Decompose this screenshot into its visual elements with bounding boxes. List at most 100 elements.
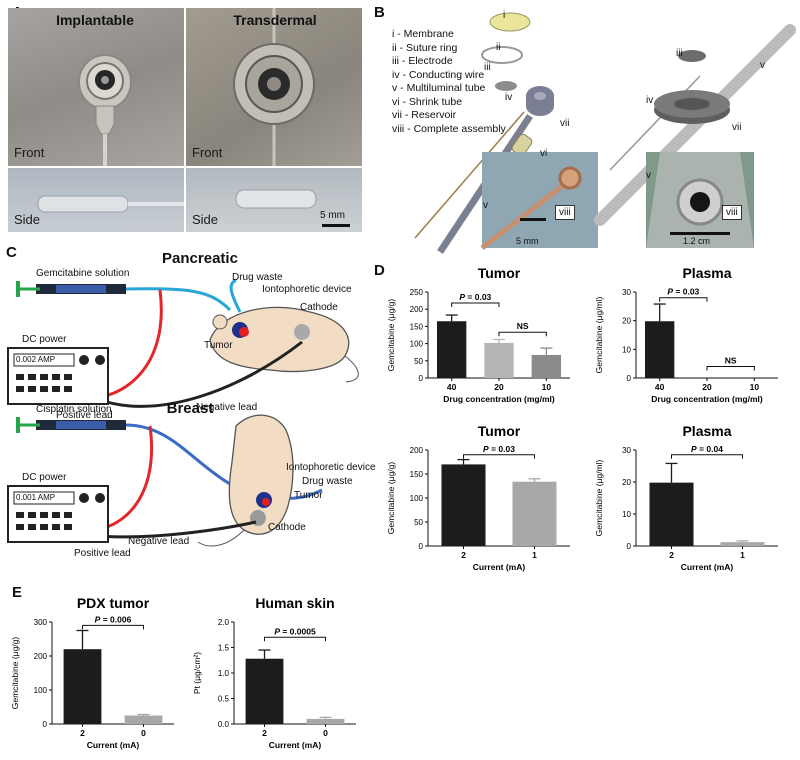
part-multiluminal-tube: v - Multiluminal tube [392, 82, 486, 94]
x-axis-label: Drug concentration (mg/ml) [443, 394, 555, 404]
tag-ii: ii [496, 42, 501, 53]
y-tick-label: 150 [410, 470, 424, 479]
y-axis-label: Gemcitabine (μg/g) [10, 637, 20, 710]
significance-bracket [451, 302, 500, 308]
setup-diagram [7, 278, 359, 547]
chart-title: Plasma [682, 423, 731, 439]
y-tick-label: 200 [34, 652, 48, 661]
panel-c-letter: C [6, 244, 17, 261]
pancreatic-dc-power-label: DC power [22, 334, 67, 345]
part-shrink-tube: vi - Shrink tube [392, 95, 463, 108]
y-axis-label: Gemcitabine (μg/g) [386, 299, 396, 372]
pancreatic-setup [7, 278, 359, 408]
x-tick-label: 40 [447, 382, 457, 392]
pancreatic-title: Pancreatic [162, 250, 238, 267]
chart-title: Tumor [478, 423, 521, 439]
y-tick-label: 1.0 [218, 669, 230, 678]
significance-bracket [264, 636, 326, 642]
panel-d-letter: D [374, 262, 385, 279]
y-tick-label: 20 [622, 317, 631, 326]
mouse-breast [228, 414, 294, 535]
y-tick-label: 150 [410, 322, 424, 331]
chart-title: Human skin [255, 595, 334, 611]
y-tick-label: 300 [34, 618, 48, 627]
y-tick-label: 0 [419, 542, 424, 551]
x-tick-label: 20 [702, 382, 712, 392]
scale-label-b-right: 1.2 cm [683, 236, 711, 246]
y-tick-label: 250 [410, 288, 424, 297]
tag-i: i [503, 10, 506, 21]
significance-label: P = 0.006 [95, 614, 132, 624]
panel-b-letter: B [374, 4, 385, 21]
tag-iv: iv [505, 92, 513, 103]
breast-display: 0.001 AMP [16, 493, 56, 502]
breast-title: Breast [166, 400, 214, 417]
tag-viii-right: viii [722, 205, 742, 220]
y-tick-label: 50 [414, 518, 423, 527]
scale-label-b-left: 5 mm [516, 236, 539, 246]
suture-ring [481, 46, 523, 64]
x-tick-label: 10 [542, 382, 552, 392]
x-axis-label: Current (mA) [269, 740, 322, 750]
bar [512, 481, 557, 546]
bar [720, 542, 765, 546]
multiluminal-tube-right [594, 24, 796, 226]
breast-cathode-label: Cathode [268, 522, 306, 533]
photo-transdermal-front [186, 8, 362, 166]
exploded-view-diagram [414, 12, 796, 254]
significance-label: P = 0.03 [459, 292, 491, 302]
significance-label: P = 0.04 [691, 444, 723, 454]
y-axis-label: Gemcitabine (μg/ml) [594, 459, 604, 536]
cathode-pancreatic [294, 324, 310, 340]
tag-v: v [483, 200, 488, 211]
bar [63, 649, 102, 724]
significance-bracket [659, 297, 708, 302]
tag-iv-right: iv [646, 95, 654, 106]
x-axis-label: Current (mA) [473, 562, 526, 572]
significance-label: P = 0.03 [483, 444, 515, 454]
implantable-front-label: Front [14, 145, 45, 160]
x-tick-label: 2 [669, 550, 674, 560]
chart-title: Plasma [682, 265, 731, 281]
implantable-device-illustration [78, 54, 132, 166]
bar [649, 482, 694, 546]
pancreatic-drug-waste-label: Drug waste [232, 272, 283, 283]
implantable-title: Implantable [56, 12, 134, 28]
significance-label: NS [517, 321, 529, 331]
significance-bracket [463, 454, 535, 459]
breast-tumor-label: Tumor [294, 490, 323, 501]
tag-iii: iii [484, 62, 491, 73]
y-tick-label: 100 [410, 494, 424, 503]
chart-title: Tumor [478, 265, 521, 281]
panel-e-letter: E [12, 584, 23, 601]
pancreatic-display: 0.002 AMP [16, 355, 56, 364]
y-tick-label: 10 [622, 345, 631, 354]
x-tick-label: 40 [655, 382, 665, 392]
y-tick-label: 20 [622, 478, 631, 487]
x-axis-label: Current (mA) [681, 562, 734, 572]
breast-solution-label: Cisplatin solution [36, 404, 112, 415]
y-axis-label: Gemcitabine (μg/ml) [594, 296, 604, 373]
x-tick-label: 2 [262, 728, 267, 738]
electrode-disc [495, 81, 517, 91]
bar [124, 715, 163, 724]
significance-bracket [498, 331, 547, 337]
tag-vii-right: vii [732, 122, 742, 133]
chart-title: PDX tumor [77, 595, 150, 611]
scale-label-a: 5 mm [320, 210, 345, 221]
y-tick-label: 0 [43, 720, 48, 729]
y-tick-label: 10 [622, 510, 631, 519]
x-tick-label: 2 [80, 728, 85, 738]
bar [245, 658, 284, 724]
x-tick-label: 0 [141, 728, 146, 738]
y-tick-label: 0.0 [218, 720, 230, 729]
transdermal-title: Transdermal [233, 12, 317, 28]
breast-negative-lead: Negative lead [128, 536, 190, 547]
significance-label: P = 0.03 [667, 287, 699, 297]
photo-transdermal-side [186, 168, 362, 232]
